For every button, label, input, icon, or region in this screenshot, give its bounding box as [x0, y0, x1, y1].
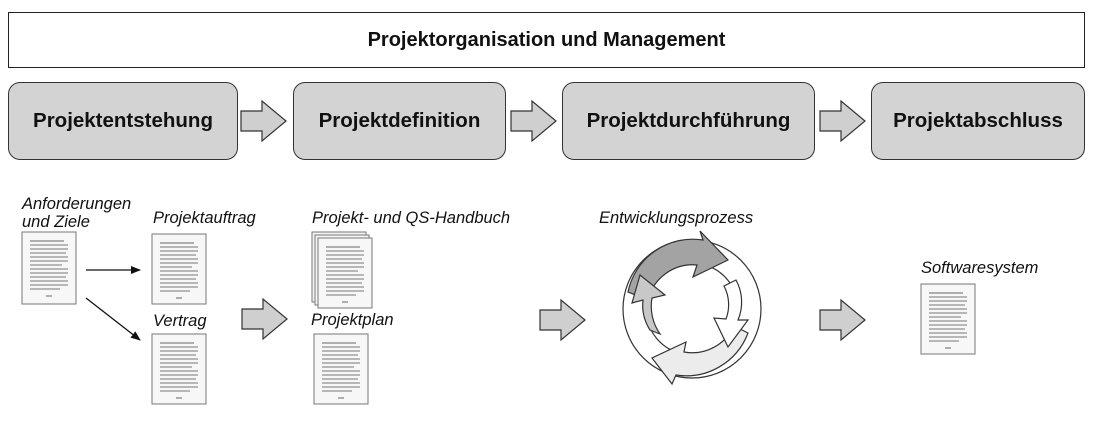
development-cycle-icon — [622, 230, 762, 386]
label-requirements-line1: Anforderungen — [22, 195, 132, 213]
label-handbook: Projekt- und QS-Handbuch — [312, 209, 511, 227]
phase-label: Projektdefinition — [318, 109, 481, 132]
arrow-to-contract — [85, 297, 141, 341]
block-arrow-to-definition-docs — [241, 297, 288, 341]
phase-label: Projektdurchführung — [586, 109, 791, 132]
project-organization-banner: Projektorganisation und Management — [8, 12, 1085, 68]
phase-label: Projektabschluss — [893, 109, 1063, 132]
document-icon — [920, 283, 976, 355]
phase-arrow-1 — [240, 99, 287, 143]
phase-box-closure: Projektabschluss — [871, 82, 1085, 160]
phase-box-initiation: Projektentstehung — [8, 82, 238, 160]
phase-arrow-2 — [510, 99, 557, 143]
phase-box-definition: Projektdefinition — [293, 82, 506, 160]
document-stack-icon — [311, 231, 373, 309]
banner-title: Projektorganisation und Management — [367, 28, 726, 51]
block-arrow-to-system — [819, 298, 866, 342]
label-contract: Vertrag — [153, 312, 207, 330]
block-arrow-to-process — [539, 298, 586, 342]
document-icon — [313, 333, 369, 405]
label-development-process: Entwicklungsprozess — [599, 209, 754, 227]
phase-label: Projektentstehung — [33, 109, 213, 132]
phase-box-execution: Projektdurchführung — [562, 82, 815, 160]
document-icon — [151, 233, 207, 305]
label-requirements-line2: und Ziele — [22, 213, 90, 231]
document-icon — [21, 231, 77, 305]
document-icon — [151, 333, 207, 405]
label-project-order: Projektauftrag — [153, 209, 256, 227]
label-software-system: Softwaresystem — [921, 259, 1039, 277]
label-requirements: Anforderungen und Ziele — [22, 195, 131, 231]
phase-arrow-3 — [819, 99, 866, 143]
label-project-plan: Projektplan — [311, 311, 394, 329]
